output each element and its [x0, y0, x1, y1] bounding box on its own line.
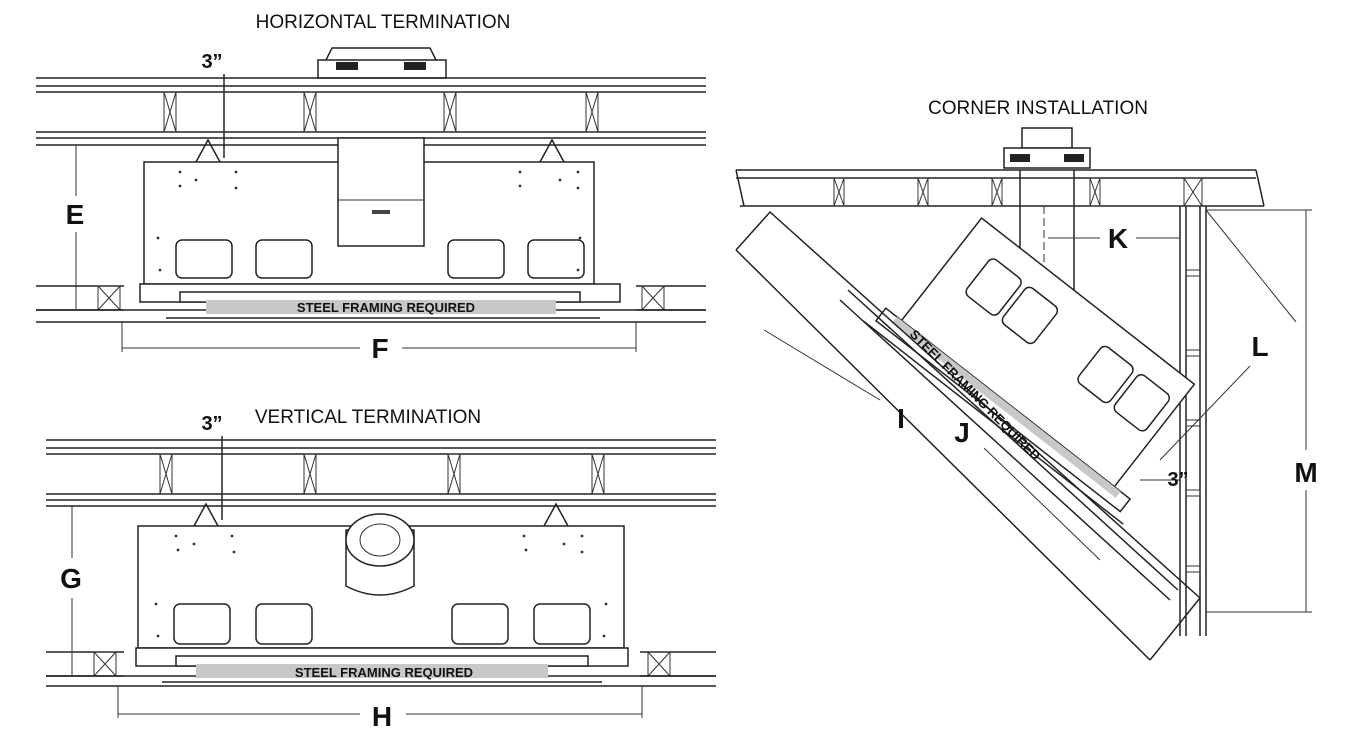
vertical-steel-framing-note: STEEL FRAMING REQUIRED: [295, 665, 473, 680]
corner-vent-cap: [1003, 127, 1091, 169]
corner-clearance: 3”: [1140, 469, 1189, 491]
corner-installation-title: CORNER INSTALLATION: [928, 98, 1148, 119]
horizontal-fireplace-unit: [143, 137, 595, 285]
horizontal-steel-framing-note: STEEL FRAMING REQUIRED: [297, 300, 475, 315]
vertical-dimension-g: G: [60, 506, 82, 676]
vertical-fireplace-unit: [137, 502, 625, 649]
horizontal-ceiling-joist: [36, 77, 706, 146]
corner-installation-diagram: CORNER INSTALLATION: [735, 98, 1318, 661]
vertical-termination-diagram: VERTICAL TERMINATION 3”: [46, 407, 716, 732]
corner-dimension-l: L: [1159, 209, 1297, 461]
horizontal-termination-title: HORIZONTAL TERMINATION: [256, 12, 511, 33]
corner-dimension-j: J: [954, 417, 1101, 561]
corner-angled-wall: [735, 210, 1201, 661]
corner-dimension-i: I: [763, 329, 905, 434]
horizontal-vent-cap: [317, 47, 447, 79]
corner-dimension-m-label: M: [1294, 457, 1317, 488]
vertical-dimension-h: H: [117, 686, 643, 732]
vertical-dimension-h-label: H: [372, 701, 392, 732]
horizontal-lower-framing: [36, 283, 706, 323]
corner-wall-stud: [1179, 206, 1207, 636]
vertical-ceiling-joist: [46, 439, 716, 507]
corner-dimension-i-label: I: [897, 403, 905, 434]
corner-dimension-j-label: J: [954, 417, 970, 448]
vertical-termination-title: VERTICAL TERMINATION: [255, 407, 481, 428]
corner-clearance-label: 3”: [1167, 469, 1188, 491]
horizontal-termination-diagram: HORIZONTAL TERMINATION 3”: [36, 12, 706, 364]
horizontal-dimension-f-label: F: [371, 333, 388, 364]
corner-dimension-k-label: K: [1108, 223, 1128, 254]
horizontal-dimension-e: E: [66, 145, 85, 310]
corner-dimension-k: K: [1048, 223, 1180, 254]
vertical-clearance-label: 3”: [201, 413, 222, 435]
corner-dimension-m: M: [1206, 209, 1318, 613]
horizontal-dimension-f: F: [121, 322, 637, 364]
vertical-lower-framing: [46, 647, 716, 687]
corner-fireplace-unit: [862, 216, 1196, 525]
corner-dimension-l-label: L: [1251, 331, 1268, 362]
horizontal-dimension-e-label: E: [66, 199, 85, 230]
vertical-dimension-g-label: G: [60, 563, 82, 594]
horizontal-clearance-label: 3”: [201, 51, 222, 73]
corner-ceiling-joist: [735, 169, 1265, 207]
